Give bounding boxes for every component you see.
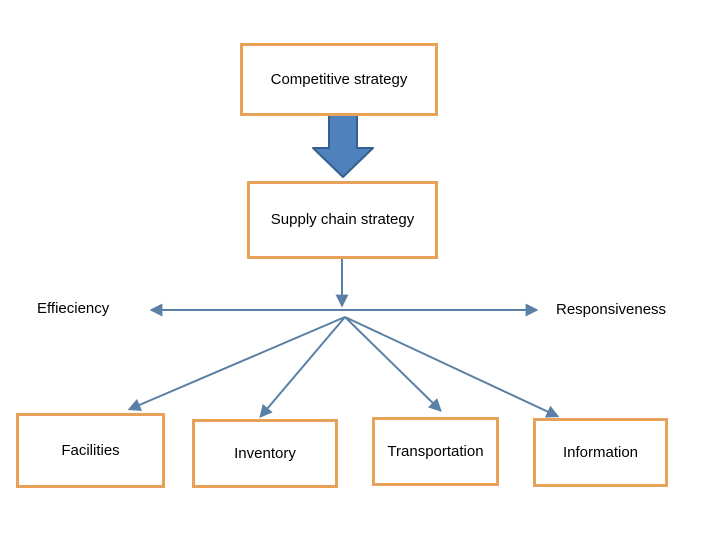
connector-facilities (127, 316, 346, 411)
down-block-arrow (312, 113, 374, 178)
competitive-strategy-box: Competitive strategy (240, 43, 438, 116)
facilities-label: Facilities (61, 441, 120, 459)
supply-chain-strategy-label: Supply chain strategy (270, 211, 415, 228)
transportation-box: Transportation (372, 417, 499, 486)
information-label: Information (562, 443, 639, 461)
responsiveness-label: Responsiveness (556, 301, 667, 318)
competitive-strategy-label: Competitive strategy (270, 70, 408, 88)
efficiency-label: Effieciency (37, 300, 110, 317)
inventory-label: Inventory (234, 444, 296, 462)
supply-chain-strategy-box: Supply chain strategy (247, 181, 438, 259)
information-box: Information (533, 418, 668, 487)
connector-transportation (344, 316, 442, 412)
inventory-box: Inventory (192, 419, 338, 488)
connector-inventory (259, 316, 346, 418)
transportation-label: Transportation (387, 442, 484, 460)
facilities-box: Facilities (16, 413, 165, 488)
connector-information (344, 316, 560, 418)
